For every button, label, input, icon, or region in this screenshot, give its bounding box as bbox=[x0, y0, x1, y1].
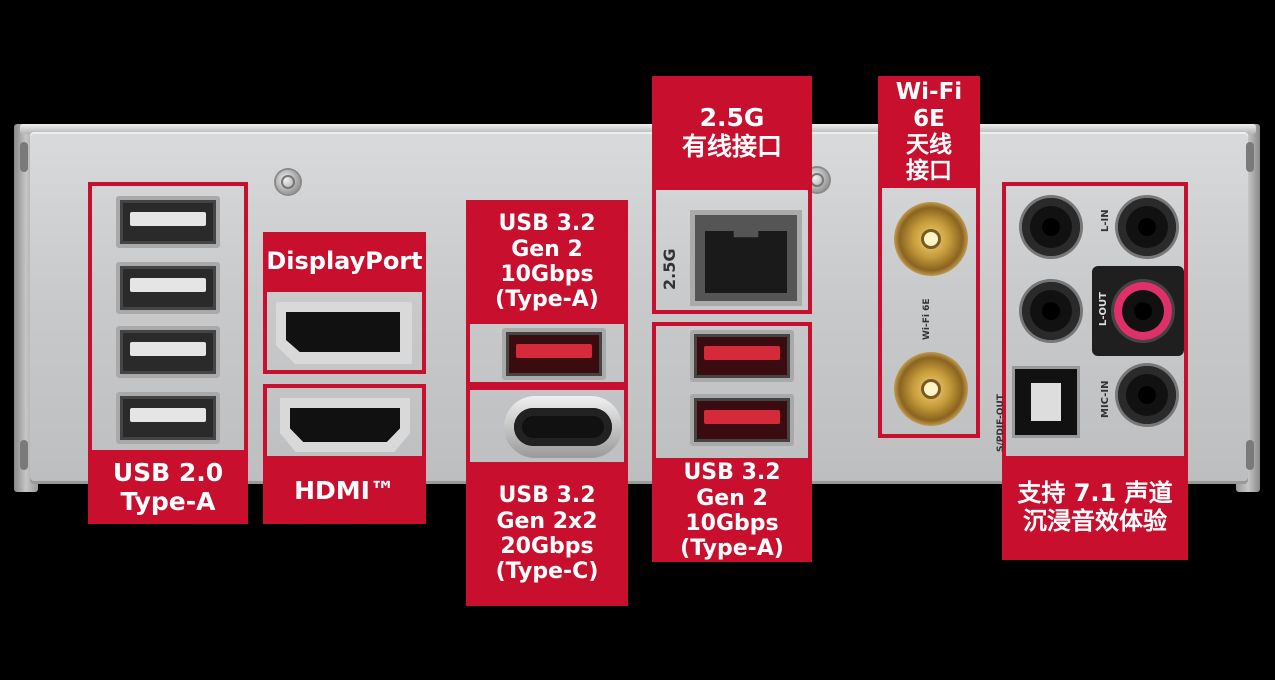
usb32-top-line2: Gen 2 10Gbps bbox=[500, 236, 594, 287]
lan-callout-frame bbox=[652, 186, 812, 314]
spdif-silkscreen: S/PDIF-OUT bbox=[996, 394, 1006, 452]
usb20-port bbox=[116, 392, 220, 444]
usb32-typea-top-frame bbox=[466, 320, 628, 386]
usb32-right-line3: (Type-A) bbox=[680, 536, 784, 562]
io-shield-top-edge bbox=[20, 124, 1256, 134]
spdif-optical-port bbox=[1012, 366, 1080, 438]
antenna-connector bbox=[894, 202, 968, 276]
usb32-typea-port bbox=[690, 394, 794, 446]
usb32-right-line2: Gen 2 10Gbps bbox=[685, 485, 779, 536]
usb32-typea-port bbox=[502, 328, 606, 380]
usb32-c-line1: USB 3.2 bbox=[498, 483, 596, 509]
antenna-connector bbox=[894, 352, 968, 426]
line-in-silkscreen: L-IN bbox=[1100, 209, 1111, 232]
shield-slot bbox=[20, 440, 28, 470]
hdmi-label-text: HDMI™ bbox=[294, 475, 395, 505]
audio-label-line2: 沉浸音效体验 bbox=[1022, 507, 1167, 535]
lan-label-line1: 2.5G bbox=[699, 103, 765, 133]
mic-in-jack bbox=[1118, 366, 1176, 424]
displayport-label: DisplayPort bbox=[263, 232, 426, 292]
usb32-right-line1: USB 3.2 bbox=[683, 460, 781, 486]
wifi-label-line1: Wi-Fi 6E bbox=[895, 79, 963, 132]
hdmi-label: HDMI™ bbox=[263, 458, 426, 524]
usb20-port bbox=[116, 326, 220, 378]
wifi-callout-frame bbox=[878, 184, 980, 438]
line-out-jack bbox=[1114, 282, 1172, 340]
wifi-label-line2: 天线 bbox=[906, 132, 952, 158]
usb32-top-line1: USB 3.2 bbox=[498, 211, 596, 237]
usb32-top-line3: (Type-A) bbox=[495, 287, 599, 313]
displayport-port bbox=[276, 302, 412, 364]
usb32-c-line2: Gen 2x2 bbox=[496, 508, 598, 534]
shield-slot bbox=[20, 142, 28, 172]
audio-label-line1: 支持 7.1 声道 bbox=[1017, 479, 1173, 508]
usb32-typec-port bbox=[504, 396, 622, 458]
shield-slot bbox=[1246, 142, 1254, 172]
hdmi-port bbox=[280, 398, 410, 452]
displayport-label-text: DisplayPort bbox=[266, 247, 423, 276]
displayport-callout-frame bbox=[263, 288, 426, 374]
usb32-c-line3: 20Gbps bbox=[500, 534, 594, 559]
lan-label-line2: 有线接口 bbox=[681, 132, 782, 161]
usb20-label-line2: Type-A bbox=[120, 487, 216, 516]
line-out-silkscreen: L-OUT bbox=[1098, 292, 1109, 326]
usb32-typea-port bbox=[690, 330, 794, 382]
mic-in-silkscreen: MIC-IN bbox=[1100, 380, 1111, 418]
rj45-port bbox=[690, 210, 802, 306]
audio-jack bbox=[1022, 198, 1080, 256]
lan-silkscreen: 2.5G bbox=[660, 248, 679, 290]
screw-icon bbox=[276, 170, 300, 194]
usb32-c-line4: (Type-C) bbox=[495, 559, 599, 585]
line-in-jack bbox=[1118, 198, 1176, 256]
usb20-port bbox=[116, 196, 220, 248]
wifi-silkscreen: Wi-Fi 6E bbox=[922, 298, 932, 340]
wifi-label-line3: 接口 bbox=[906, 158, 952, 185]
shield-slot bbox=[1246, 440, 1254, 470]
audio-jack bbox=[1022, 282, 1080, 340]
usb20-port bbox=[116, 262, 220, 314]
audio-label: 支持 7.1 声道沉浸音效体验 bbox=[1002, 456, 1188, 560]
usb20-label-line1: USB 2.0 bbox=[112, 458, 224, 488]
